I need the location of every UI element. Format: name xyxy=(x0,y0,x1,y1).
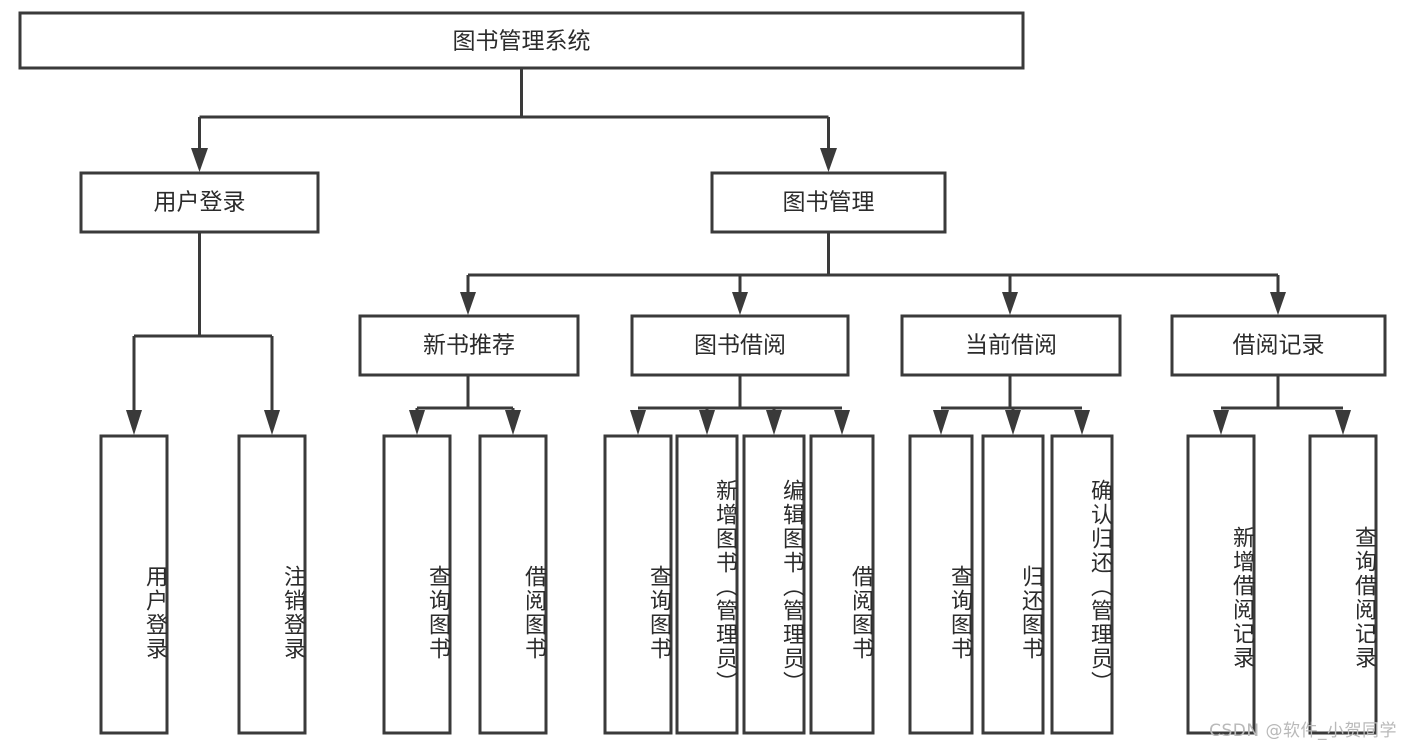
connector-group-book-borrow xyxy=(630,375,850,435)
connector-group-book-mgmt xyxy=(460,232,1286,315)
node-current-borrow[interactable]: 当前借阅 xyxy=(900,314,1122,377)
node-borrow-records-label: 借阅记录 xyxy=(1233,333,1325,359)
arrowhead-current-l3 xyxy=(1074,410,1090,435)
arrowhead-root-to-login xyxy=(191,148,208,172)
arrowhead-newbooks-l2 xyxy=(505,410,521,435)
arrowhead-borrow-l3 xyxy=(766,410,782,435)
node-user-login-label: 用户登录 xyxy=(154,190,246,216)
node-book-management-label: 图书管理 xyxy=(783,190,875,216)
arrowhead-records-l2 xyxy=(1335,410,1351,435)
node-root-label: 图书管理系统 xyxy=(453,29,591,55)
connector-group-current-borrow xyxy=(933,375,1090,435)
node-borrow-records-box[interactable] xyxy=(1170,314,1387,377)
arrowhead-bookmgmt-c4 xyxy=(1270,292,1286,315)
leaf-box-add-borrow-record[interactable] xyxy=(1186,434,1256,735)
arrowhead-root-to-bookmgmt xyxy=(820,148,837,172)
node-book-borrow-label: 图书借阅 xyxy=(694,333,786,359)
arrowhead-newbooks-l1 xyxy=(409,410,425,435)
arrowhead-bookmgmt-c1 xyxy=(460,292,476,315)
node-book-management[interactable]: 图书管理 xyxy=(710,171,947,234)
leaf-box-query-book-current[interactable] xyxy=(908,434,974,735)
leaf-box-query-book-borrow[interactable] xyxy=(603,434,673,735)
arrowhead-login-leaf1 xyxy=(126,410,142,435)
leaf-box-return-book[interactable] xyxy=(981,434,1045,735)
node-book-borrow-box[interactable] xyxy=(630,314,850,377)
node-root[interactable]: 图书管理系统 xyxy=(18,11,1025,70)
arrowhead-borrow-l2 xyxy=(699,410,715,435)
leaf-box-edit-book-admin[interactable] xyxy=(742,434,806,735)
arrowhead-bookmgmt-c3 xyxy=(1002,292,1018,315)
csdn-watermark: CSDN @软件_小贺同学 xyxy=(1209,721,1397,741)
node-user-login[interactable]: 用户登录 xyxy=(79,171,320,234)
leaf-box-query-borrow-record[interactable] xyxy=(1308,434,1378,735)
node-current-borrow-label: 当前借阅 xyxy=(965,333,1057,359)
node-new-book-recommend-box[interactable] xyxy=(358,314,580,377)
leaf-box-borrow-book[interactable] xyxy=(809,434,875,735)
connector-group-user-login xyxy=(126,232,280,435)
node-new-book-recommend-label: 新书推荐 xyxy=(423,333,515,359)
node-borrow-records[interactable]: 借阅记录 xyxy=(1170,314,1387,377)
arrowhead-current-l1 xyxy=(933,410,949,435)
connector-group-borrow-records xyxy=(1213,375,1351,435)
leaf-box-query-book-new[interactable] xyxy=(382,434,452,735)
node-new-book-recommend[interactable]: 新书推荐 xyxy=(358,314,580,377)
arrowhead-records-l1 xyxy=(1213,410,1229,435)
arrowhead-bookmgmt-c2 xyxy=(732,292,748,315)
leaf-box-logout[interactable] xyxy=(237,434,307,735)
leaf-box-user-login[interactable] xyxy=(99,434,169,735)
connector-group-new-books xyxy=(409,375,521,435)
node-current-borrow-box[interactable] xyxy=(900,314,1122,377)
leaf-box-borrow-book-new[interactable] xyxy=(478,434,548,735)
node-root-box[interactable] xyxy=(18,11,1025,70)
connector-group-root xyxy=(191,68,837,172)
node-book-management-box[interactable] xyxy=(710,171,947,234)
arrowhead-login-leaf2 xyxy=(264,410,280,435)
arrowhead-current-l2 xyxy=(1005,410,1021,435)
arrowhead-borrow-l1 xyxy=(630,410,646,435)
node-book-borrow[interactable]: 图书借阅 xyxy=(630,314,850,377)
leaf-box-confirm-return-admin[interactable] xyxy=(1050,434,1114,735)
leaf-box-add-book-admin[interactable] xyxy=(675,434,739,735)
arrowhead-borrow-l4 xyxy=(834,410,850,435)
node-user-login-box[interactable] xyxy=(79,171,320,234)
